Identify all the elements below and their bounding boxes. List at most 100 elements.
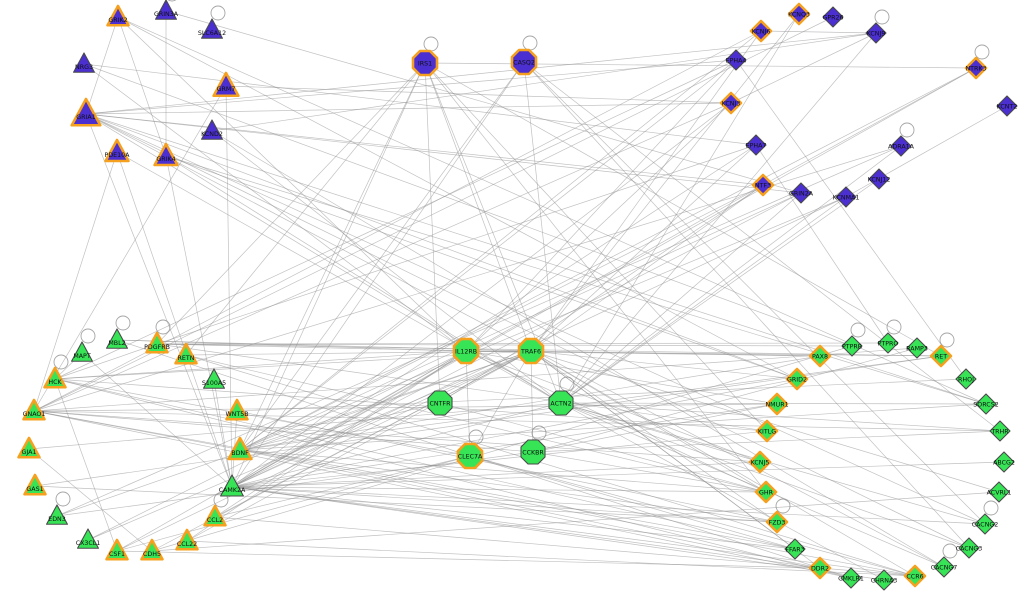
graph-edge-EPHA7-PDGFRB[interactable]	[156, 144, 757, 345]
graph-edge-TRAF6-CCL22[interactable]	[186, 350, 532, 542]
graph-edge-IL12RB-CSF1[interactable]	[116, 350, 467, 552]
graph-node-GRIA1[interactable]: GRIA1	[70, 97, 102, 127]
self-loop-edge-FZD3[interactable]	[775, 498, 791, 514]
self-loop-edge-SLC6A12[interactable]	[210, 5, 226, 21]
self-loop-edge-CCKBR[interactable]	[531, 425, 547, 441]
graph-edge-GNAO1-FFAR3[interactable]	[33, 410, 796, 550]
graph-node-MBL2[interactable]: MBL2	[106, 328, 128, 349]
graph-edge-RETN-CCR6[interactable]	[185, 354, 916, 577]
graph-node-CCL22[interactable]: CCL22	[175, 528, 199, 551]
graph-node-PDE10A[interactable]: PDE10A	[104, 138, 131, 163]
graph-edge-CAMK2A-TRAF6[interactable]	[231, 350, 532, 488]
graph-edge-CCKBR-NMUR1[interactable]	[532, 403, 778, 453]
graph-edge-GRIN3A-GRIN2A[interactable]	[165, 10, 802, 194]
graph-edge-CAMK2A-KCNJ5[interactable]	[231, 461, 761, 488]
graph-edge-NRG3-PTPRB[interactable]	[83, 63, 853, 347]
graph-edge-CDH5-ACVRL1[interactable]	[151, 491, 1000, 552]
graph-node-GNAO1[interactable]: GNAO1	[22, 398, 46, 421]
graph-node-CMKLR1[interactable]: CMKLR1	[838, 567, 864, 589]
graph-edge-IL12RB-RET[interactable]	[465, 350, 942, 357]
graph-node-KCNJ5[interactable]: KCNJ5	[748, 450, 772, 474]
graph-node-GRIN3A[interactable]: GRIN3A	[154, 0, 179, 20]
graph-node-GRM7[interactable]: GRM7	[212, 71, 240, 98]
graph-edge-ACTN2-GJA1[interactable]	[28, 402, 562, 450]
graph-edge-IRS1-RET[interactable]	[424, 62, 942, 357]
graph-edge-RETN-GHR[interactable]	[185, 354, 767, 493]
self-loop-edge-PDGFRB[interactable]	[155, 319, 171, 335]
graph-edge-CLEC7A-CMKLR1[interactable]	[469, 455, 852, 579]
graph-edge-ACTN2-KCNQ3[interactable]	[560, 13, 800, 404]
graph-node-HCK[interactable]: HCK	[43, 366, 67, 389]
graph-node-SORCS2[interactable]: SORCS2	[973, 393, 999, 415]
graph-edge-IL12RB-GRIK2[interactable]	[117, 16, 467, 352]
graph-edge-CAMK2A-NTF3[interactable]	[231, 184, 764, 488]
graph-edge-EPHA4-RHOJ[interactable]	[735, 59, 967, 380]
graph-edge-ACTN2-GRIA1[interactable]	[85, 113, 562, 404]
graph-edge-TRAF6-FFAR3[interactable]	[530, 350, 796, 550]
graph-edge-TRAF6-CLEC7A[interactable]	[469, 350, 532, 457]
graph-edge-GNAO1-TRHR[interactable]	[33, 410, 1001, 432]
graph-edge-GRIK4-GRID2[interactable]	[165, 155, 798, 380]
graph-edge-TRAF6-CX3CL1[interactable]	[87, 350, 532, 541]
graph-edge-HCK-KITLG[interactable]	[54, 378, 768, 432]
graph-node-EPHA4[interactable]: EPHA4	[725, 49, 747, 71]
graph-edge-TRAF6-CSF1[interactable]	[116, 350, 532, 552]
graph-edge-ACTN2-TRHR[interactable]	[560, 402, 1001, 432]
graph-node-NRG3[interactable]: NRG3	[73, 52, 95, 73]
graph-edge-GNAO1-CMKLR1[interactable]	[33, 410, 852, 579]
graph-edge-GRIA1-GRIK2[interactable]	[85, 16, 119, 115]
graph-node-CCR6[interactable]: CCR6	[903, 564, 927, 588]
graph-edge-IRS1-GHR[interactable]	[424, 62, 767, 493]
self-loop-edge-GRIN3A[interactable]	[165, 0, 179, 2]
graph-edge-BDNF-NTRK3[interactable]	[239, 67, 977, 451]
graph-edge-GRIA1-KCNJ9[interactable]	[85, 32, 877, 115]
graph-node-KCNJ6[interactable]: KCNJ6	[749, 19, 773, 43]
graph-edge-BDNF-CASQ2[interactable]	[239, 61, 525, 451]
graph-node-CDH5[interactable]: CDH5	[140, 538, 164, 561]
graph-edge-GJA1-CDH5[interactable]	[28, 448, 153, 552]
self-loop-edge-CASQ2[interactable]	[522, 35, 538, 51]
graph-edge-HCK-FFAR3[interactable]	[54, 378, 796, 550]
graph-edge-KCNT2-KCNMA1[interactable]	[845, 105, 1008, 198]
graph-edge-CAMK2A-S100A5[interactable]	[213, 379, 233, 488]
graph-edge-GRIA1-SORCS2[interactable]	[85, 113, 987, 405]
graph-edge-BDNF-SORCS2[interactable]	[239, 403, 987, 451]
graph-edge-GRIA1-CACNG3[interactable]	[85, 113, 970, 549]
graph-edge-PDGFRB-KITLG[interactable]	[156, 343, 768, 432]
graph-edge-BDNF-PAX8[interactable]	[239, 355, 821, 451]
graph-node-IL12RB[interactable]: IL12RB	[452, 337, 480, 365]
graph-edge-TRAF6-IRS1[interactable]	[424, 62, 532, 352]
graph-node-S100A5[interactable]: S100A5	[202, 368, 226, 389]
graph-edge-GRIK2-GRIK4[interactable]	[117, 16, 167, 157]
graph-edge-CAMK2A-KCNJ3[interactable]	[231, 102, 732, 488]
graph-edge-IRS1-RETN[interactable]	[185, 62, 426, 356]
self-loop-edge-HCK[interactable]	[53, 354, 69, 370]
graph-edge-ACTN2-GRIN2A[interactable]	[560, 192, 802, 404]
graph-edge-TRAF6-KCNQ3[interactable]	[530, 13, 800, 352]
graph-edge-CLEC7A-CSF1[interactable]	[116, 455, 471, 552]
graph-edge-CCL2-CCR6[interactable]	[214, 516, 916, 577]
graph-edge-CCL22-CCR6[interactable]	[186, 540, 916, 577]
graph-edge-CAMK2A-PDE10A[interactable]	[116, 151, 233, 488]
graph-edge-CAMK2A-FFAR3[interactable]	[231, 486, 796, 550]
self-loop-edge-MBL2[interactable]	[115, 315, 131, 331]
graph-edge-GRIA1-GRID2[interactable]	[85, 113, 798, 380]
graph-edge-CAMK2A-GRIN2A[interactable]	[231, 192, 802, 488]
graph-node-KCNJ12[interactable]: KCNJ12	[868, 168, 891, 190]
graph-edge-KCNJ6-KCNJ9[interactable]	[760, 30, 877, 34]
graph-edge-ACTN2-ADRA1A[interactable]	[560, 145, 902, 404]
graph-edge-ACTN2-CACNG3[interactable]	[560, 402, 970, 549]
graph-edge-WNT5B-RHOJ[interactable]	[236, 378, 967, 412]
graph-edge-ACTN2-GRIK4[interactable]	[165, 155, 562, 404]
graph-node-CCKBR[interactable]: CCKBR	[520, 439, 546, 465]
graph-edge-IL12RB-NRG3[interactable]	[83, 63, 467, 352]
graph-edge-PDGFRB-HCK[interactable]	[54, 343, 158, 380]
graph-edge-TRAF6-NTF3[interactable]	[530, 184, 764, 352]
graph-edge-GRIA1-NTF3[interactable]	[85, 113, 764, 186]
graph-edge-CNTFR-NTF3[interactable]	[439, 184, 764, 404]
graph-edge-BDNF-DDR2[interactable]	[239, 449, 821, 569]
graph-edge-ACTN2-KCND2[interactable]	[211, 130, 562, 404]
graph-node-WNT5B[interactable]: WNT5B	[225, 398, 249, 421]
graph-edge-CCKBR-RAMP3[interactable]	[532, 347, 918, 453]
